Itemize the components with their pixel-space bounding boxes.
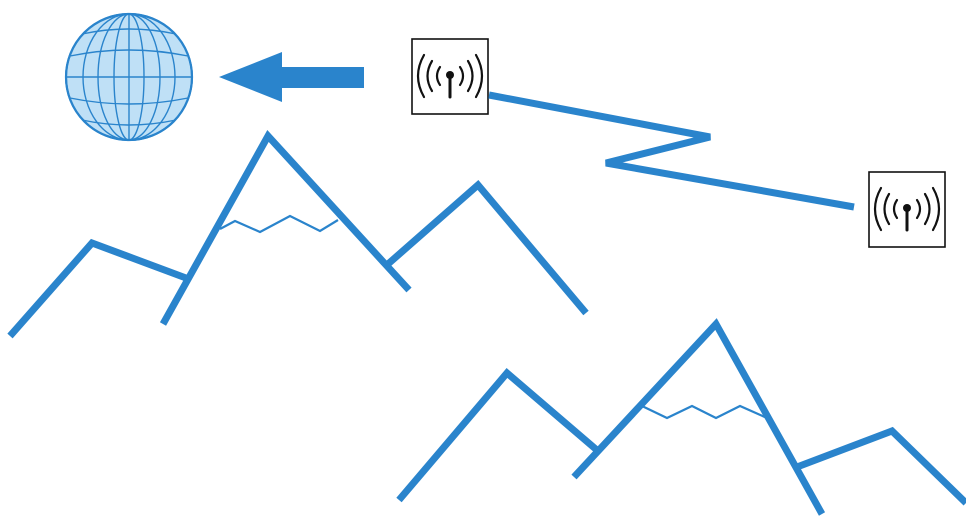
mountain-range (7, 130, 589, 339)
relay-station-node (411, 38, 489, 115)
remote-station-node (868, 171, 946, 248)
wireless-antenna-icon (873, 186, 941, 232)
wireless-antenna-icon (416, 53, 484, 99)
mountain-range (396, 318, 966, 516)
arrow-left-icon (219, 52, 364, 102)
globe-icon (64, 12, 194, 142)
wireless-link-zigzag (488, 91, 855, 211)
